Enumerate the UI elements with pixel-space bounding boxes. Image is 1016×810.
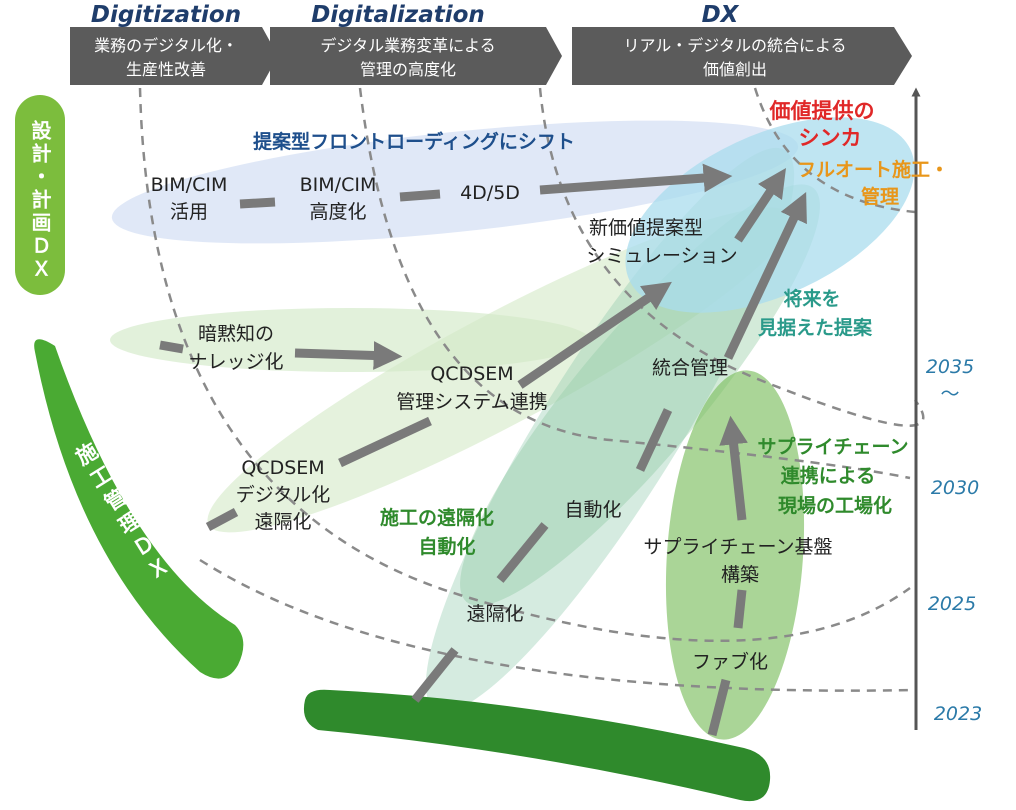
node-fab: ファブ化: [692, 650, 768, 673]
node-qcdsem-digital: デジタル化: [236, 484, 331, 506]
node-labels: BIM/CIM 活用 BIM/CIM 高度化 4D/5D 新価値提案型 シミュレ…: [151, 174, 833, 673]
node-integrated-management: 統合管理: [652, 357, 728, 379]
arrow-auto-to-integrated: [635, 408, 673, 472]
phase-description: リアル・デジタルの統合による: [623, 36, 846, 55]
phase-description: 業務のデジタル化・: [94, 36, 238, 55]
arrow-remote-start: [411, 647, 459, 703]
node-4d-5d: 4D/5D: [460, 182, 520, 204]
theme-future-proposal: 将来を: [783, 287, 840, 310]
year-label-2035: 2035: [926, 356, 974, 378]
design-planning-band: [15, 95, 65, 295]
theme-remote-automation: 自動化: [418, 535, 475, 558]
node-bim-cim-advance: BIM/CIM: [300, 174, 377, 196]
time-axis: 2035 〜 2030 2025 2023: [911, 87, 982, 730]
goal-block: 価値提供の シンカ フルオート施工・ 管理: [769, 99, 950, 208]
node-tacit-knowledge: ナレッジ化: [188, 351, 283, 373]
arrow-bim-advance: [399, 189, 441, 202]
phase-description: 管理の高度化: [360, 60, 456, 79]
theme-supply-chain: 連携による: [781, 464, 875, 487]
phase-description: 価値創出: [703, 60, 767, 79]
goal-title: シンカ: [799, 126, 862, 150]
node-qcdsem-system: QCDSEM: [430, 363, 513, 385]
arrow-qcd-digital: [205, 508, 239, 531]
phase-heading: DX: [702, 2, 740, 28]
arrow-supply-to-integrated: [719, 415, 748, 521]
phase-chevron-3: [572, 27, 912, 85]
goal-title: 価値提供の: [769, 99, 875, 123]
node-qcdsem-digital: 遠隔化: [254, 511, 311, 533]
construction-band: [303, 689, 771, 802]
arrow-sim-to-value: [734, 168, 786, 243]
arrow-integrated-to-value: [723, 191, 807, 360]
year-label-2023: 2023: [934, 703, 982, 725]
arrow-tacit-to-qcd: [294, 341, 403, 370]
node-tacit-knowledge: 暗黙知の: [198, 323, 274, 345]
theme-remote-automation: 施工の遠隔化: [380, 506, 494, 529]
arrow-remote-to-auto: [496, 522, 549, 583]
phase-chevron-2: [270, 27, 562, 85]
theme-supply-chain: サプライチェーン: [757, 435, 908, 458]
arrow-qcd-to-system: [338, 416, 432, 468]
node-supply-chain-base: 構築: [721, 564, 759, 586]
node-simulation: シミュレーション: [586, 245, 737, 267]
phase-description: 生産性改善: [126, 60, 206, 79]
node-bim-cim-use: BIM/CIM: [151, 174, 228, 196]
phase-heading: Digitalization: [311, 2, 485, 28]
arrow-fab-to-base: [733, 589, 747, 629]
arrow-bim-activity: [239, 197, 276, 209]
node-qcdsem-digital: QCDSEM: [241, 457, 324, 479]
construction-management-band: [34, 339, 244, 679]
supply-chain-region: [665, 370, 805, 740]
theme-future-proposal: 見据えた提案: [758, 316, 873, 339]
arrow-system-to-sim: [517, 281, 672, 389]
boundary-bottom: [199, 558, 916, 692]
boundary-digitalization: [358, 87, 911, 480]
node-bim-cim-use: 活用: [170, 201, 208, 223]
year-label-2025: 2025: [928, 593, 976, 615]
goal-subtitle: フルオート施工・: [797, 158, 949, 181]
design-planning-band-label: 設計・計画ＤＸ: [28, 119, 52, 281]
node-simulation: 新価値提案型: [589, 217, 703, 239]
year-label-2030: 2030: [931, 477, 979, 499]
arrow-fab-start: [707, 678, 731, 737]
node-bim-cim-advance: 高度化: [309, 201, 366, 223]
phase-chevron-1: [70, 27, 278, 85]
arrow-to-value: [539, 163, 733, 195]
theme-supply-chain: 現場の工場化: [778, 494, 892, 517]
node-automation: 自動化: [564, 499, 621, 521]
flow-arrows: [159, 163, 807, 737]
year-label-tilde: 〜: [940, 383, 959, 405]
node-remote: 遠隔化: [466, 603, 523, 625]
theme-frontloading: 提案型フロントローディングにシフト: [253, 130, 575, 153]
theme-labels: 提案型フロントローディングにシフト 将来を 見据えた提案 サプライチェーン 連携…: [253, 130, 908, 558]
goal-subtitle: 管理: [861, 185, 899, 208]
arrow-tacit: [159, 340, 184, 354]
node-supply-chain-base: サプライチェーン基盤: [643, 536, 832, 558]
phase-description: デジタル業務変革による: [320, 36, 495, 55]
node-qcdsem-system: 管理システム連携: [396, 391, 547, 413]
boundary-digitization: [138, 87, 911, 642]
frontloading-region: [111, 120, 799, 244]
phase-header: Digitization Digitalization DX 業務のデジタル化・…: [70, 2, 912, 85]
phase-heading: Digitization: [91, 2, 241, 28]
value-region: [625, 117, 915, 313]
